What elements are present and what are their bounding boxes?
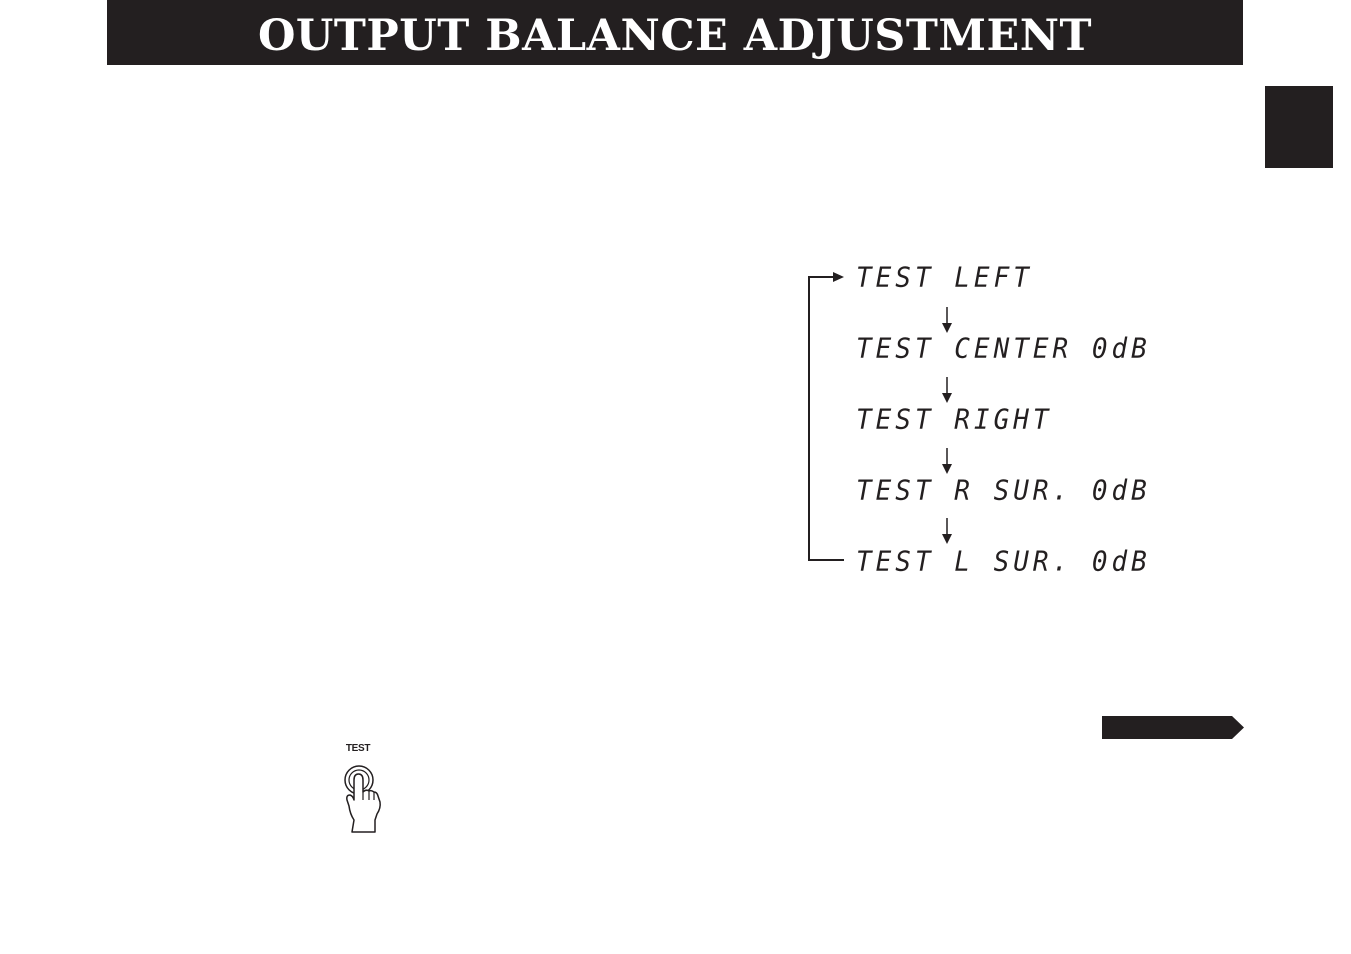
header-bar: OUTPUT BALANCE ADJUSTMENT	[107, 0, 1243, 65]
down-arrow-3	[942, 448, 952, 474]
continued-arrow-icon	[1102, 716, 1244, 739]
display-flow-diagram: TEST LEFT TEST CENTER 0dB TEST RIGHT TES…	[800, 255, 1147, 585]
loop-arrowhead	[833, 272, 844, 282]
display-step-test-l-sur: TEST L SUR. 0dB	[856, 546, 1151, 578]
finger-press-icon	[344, 765, 381, 833]
display-step-test-center: TEST CENTER 0dB	[856, 333, 1151, 365]
page-title: OUTPUT BALANCE ADJUSTMENT	[257, 11, 1093, 61]
down-arrow-1	[942, 307, 952, 333]
display-step-test-left: TEST LEFT	[856, 262, 1033, 294]
display-step-test-r-sur: TEST R SUR. 0dB	[856, 475, 1151, 507]
loop-return-line	[808, 276, 844, 561]
flow-connectors	[808, 272, 952, 561]
display-step-test-right: TEST RIGHT	[856, 404, 1053, 436]
section-tab	[1265, 86, 1333, 168]
down-arrow-2	[942, 377, 952, 403]
test-button-label: TEST	[345, 743, 371, 754]
test-button-illustration: TEST	[330, 740, 394, 840]
down-arrow-4	[942, 518, 952, 544]
